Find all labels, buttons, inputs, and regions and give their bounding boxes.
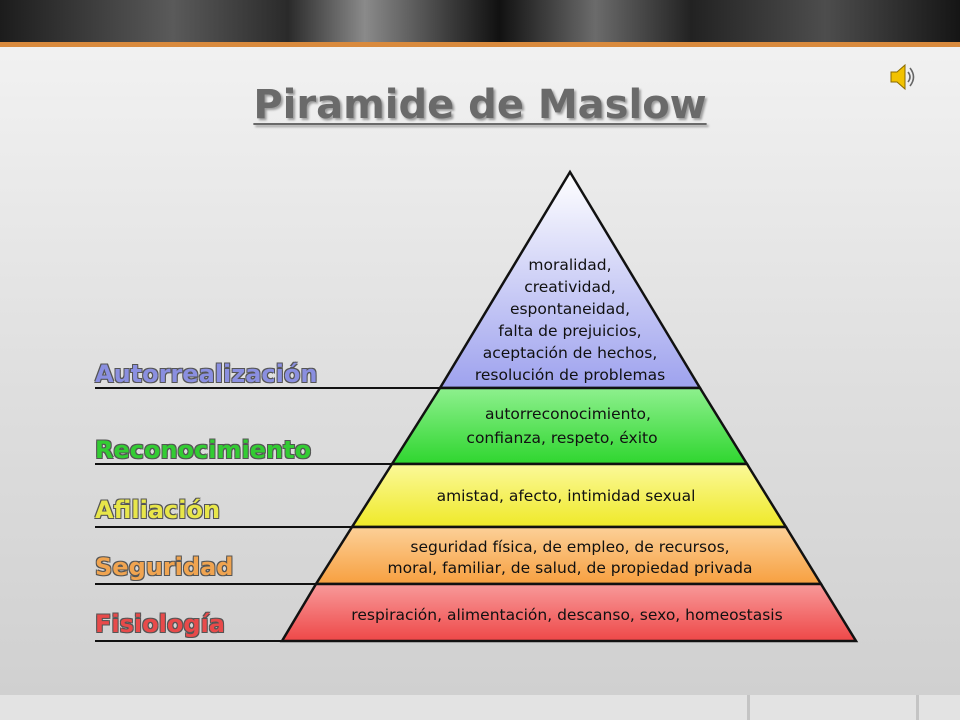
layer-reconocimiento (389, 386, 750, 466)
layer-text-line: confianza, respeto, éxito (466, 429, 657, 447)
layer-text-line: amistad, afecto, intimidad sexual (437, 487, 696, 505)
layer-text-line: aceptación de hechos, (483, 344, 658, 362)
slide-title: Piramide de Maslow (253, 82, 707, 128)
layer-fisiologia (279, 582, 859, 643)
layer-text-line: moral, familiar, de salud, de propiedad … (388, 559, 753, 577)
speaker-icon[interactable] (888, 60, 918, 94)
level-label-reconocimiento: Reconocimiento (95, 436, 312, 464)
level-label-autorrealizacion: Autorrealización (95, 360, 318, 388)
footer-band (0, 695, 960, 720)
header-accent-line (0, 42, 960, 47)
layer-text-line: respiración, alimentación, descanso, sex… (351, 606, 782, 624)
layer-text-line: creatividad, (524, 278, 616, 296)
layer-text-line: moralidad, (528, 256, 611, 274)
layer-text-line: autorreconocimiento, (485, 405, 651, 423)
layer-text-line: seguridad física, de empleo, de recursos… (410, 538, 729, 556)
header-band (0, 0, 960, 44)
layer-text-line: resolución de problemas (475, 366, 665, 384)
level-label-afiliacion: Afiliación (95, 496, 221, 524)
layer-text-line: falta de prejuicios, (498, 322, 641, 340)
level-label-seguridad: Seguridad (95, 553, 234, 581)
footer-separator (916, 695, 919, 720)
footer-separator (747, 695, 750, 720)
layer-text-line: espontaneidad, (510, 300, 630, 318)
level-label-fisiologia: Fisiología (95, 610, 225, 638)
